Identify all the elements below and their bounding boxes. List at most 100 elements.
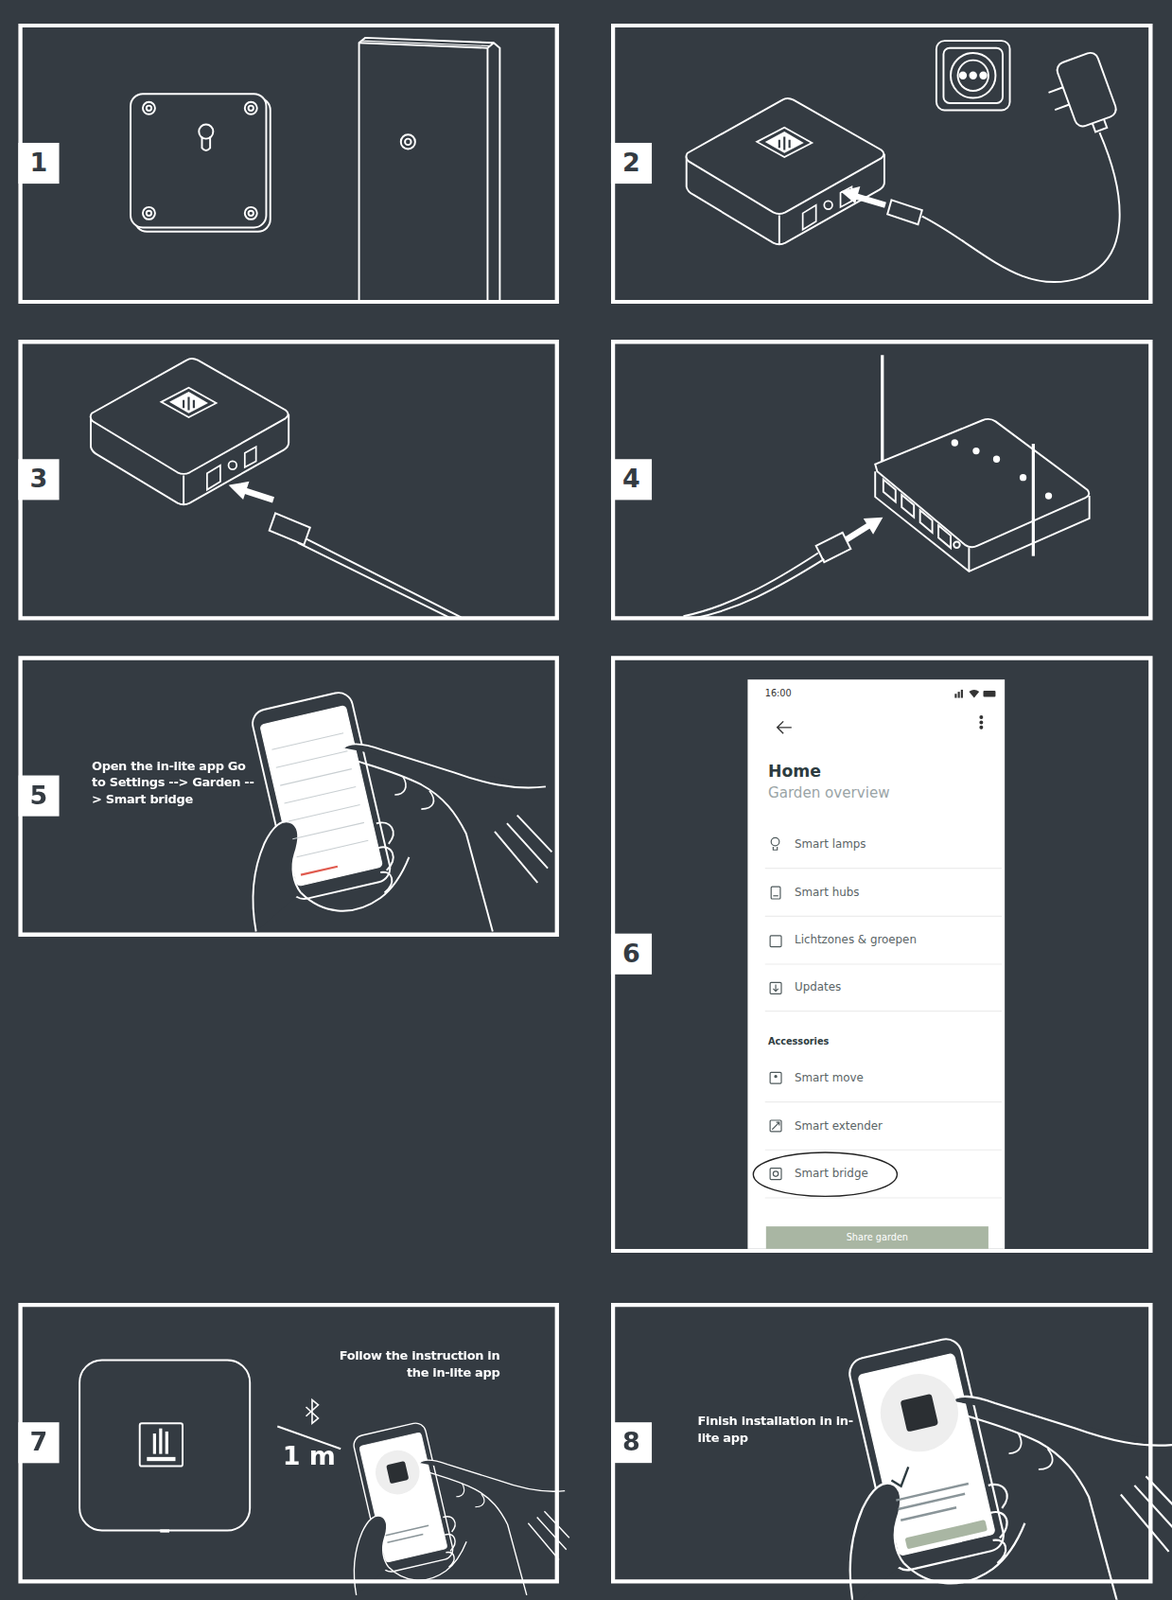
panel-2-art	[969, 72, 976, 79]
panel-8-art	[900, 1393, 940, 1433]
step-number: 3	[17, 458, 59, 500]
panel-8-art	[895, 1483, 973, 1521]
menu-text: 16:00	[765, 688, 792, 700]
menu-text: Accessories	[768, 1036, 829, 1048]
panel-2-art	[943, 48, 1003, 104]
step-panel: 2	[611, 23, 1154, 305]
panel-7-art	[158, 1428, 162, 1454]
panel-4-art	[880, 354, 884, 468]
phone-menu-icons	[772, 894, 778, 896]
step-panel: 6 16:00HomeGarden overviewSmart lampsSmar…	[611, 655, 1154, 1253]
instruction-text: Follow the instruction in the in-lite ap…	[324, 1346, 500, 1381]
step-number: 4	[611, 458, 652, 500]
step-number: 1	[17, 142, 59, 184]
panel-1-art	[362, 40, 491, 46]
step-panel: 3	[17, 339, 560, 621]
panel-5-art	[271, 733, 368, 858]
step-number-text: 7	[17, 1421, 59, 1463]
panel-4-art	[967, 547, 970, 572]
phone-menu-icons	[772, 984, 778, 992]
phone-menu-icons	[774, 1075, 777, 1078]
panel-2-art	[887, 199, 923, 225]
panel-4-art	[682, 552, 824, 618]
panel-4-art	[874, 419, 1089, 547]
panel-4-art	[994, 456, 999, 462]
phone-menu-icons	[769, 935, 782, 947]
phone-menu-separators	[765, 868, 1002, 1198]
panel-4-art	[844, 524, 870, 541]
phone-status-bar	[968, 689, 980, 699]
panel-7-art	[165, 1431, 169, 1454]
step-number-text: 3	[17, 458, 59, 500]
phone-menu-icons	[770, 886, 781, 899]
panel-7-art	[146, 1456, 175, 1461]
panel-4-art	[864, 518, 881, 533]
menu-text: Lichtzones & groepen	[794, 932, 917, 949]
phone-screen: 16:00HomeGarden overviewSmart lampsSmart…	[747, 679, 1005, 1249]
phone-menu-icons	[769, 981, 782, 994]
phone-nav-icons	[777, 716, 983, 735]
phone-menu-icons	[771, 1121, 780, 1130]
panel-7-art	[305, 1399, 318, 1423]
panel-7-art	[351, 1420, 570, 1595]
phone-menu-icons	[772, 1171, 778, 1176]
panel-2-art	[960, 72, 966, 79]
panel-2-art	[1049, 87, 1070, 110]
panel-7-art	[370, 1445, 424, 1499]
panel-1-art	[244, 102, 258, 115]
panel-4-art	[1046, 492, 1051, 498]
phone-menu-icons	[769, 837, 782, 1179]
phone-nav-icons	[979, 726, 983, 730]
panel-1-art	[401, 134, 416, 149]
menu-text: Updates	[794, 979, 841, 996]
instruction-text: Finish installation in in-lite app	[698, 1412, 862, 1446]
menu-text: Smart extender	[794, 1118, 883, 1135]
phone-status-bar	[958, 691, 961, 698]
menu-text: Smart lamps	[794, 836, 866, 853]
step-panel: Finish installation in in-lite app 8	[611, 1302, 1154, 1584]
panel-2-art	[1054, 50, 1119, 128]
phone-menu-icons	[769, 1071, 782, 1084]
panel-2-art	[1040, 50, 1121, 142]
panel-2-art	[950, 52, 996, 98]
step-panel: 1	[17, 23, 560, 305]
phone-status-bar	[983, 690, 997, 697]
share-button: Share garden	[766, 1225, 989, 1249]
step-number: 7	[17, 1421, 59, 1463]
button-text: Share garden	[766, 1226, 989, 1248]
distance-label: 1 m	[282, 1441, 336, 1471]
menu-text: Smart bridge	[794, 1166, 869, 1183]
panel-7-art	[79, 1359, 250, 1530]
panel-4-art	[1020, 474, 1026, 480]
phone-nav-icons	[979, 720, 983, 724]
panel-7-art	[385, 1460, 409, 1484]
panel-1-art	[248, 105, 254, 111]
step-number-text: 6	[611, 933, 652, 975]
panel-5-art	[271, 733, 372, 875]
panel-2-art	[685, 40, 1121, 282]
panel-1-art	[146, 105, 152, 111]
panel-7-art	[351, 1420, 570, 1595]
phone-menu-icons	[769, 1119, 782, 1132]
panel-4-art	[1032, 443, 1035, 557]
highlight-ellipse: Smart bridge	[752, 1150, 899, 1198]
panel-1-art	[142, 102, 156, 115]
panel-8-art	[889, 1466, 912, 1487]
panel-7-art	[153, 1433, 157, 1454]
panel-8-art	[846, 1335, 1172, 1600]
phone-status-bar	[954, 693, 957, 698]
panel-4-art	[682, 354, 1089, 618]
step-number-text: 8	[611, 1421, 652, 1463]
step-number: 2	[611, 142, 652, 184]
panel-4-art	[952, 439, 958, 445]
panel-1-art	[130, 93, 266, 228]
step-number: 6	[611, 933, 652, 975]
instruction-text: Open the in-lite app Go to Settings --> …	[91, 757, 261, 807]
panel-1-art	[146, 210, 152, 216]
panel-1-art	[142, 207, 156, 220]
panel-1-art	[359, 42, 494, 302]
step-number-text: 4	[611, 458, 652, 500]
panel-5-art	[249, 689, 552, 931]
